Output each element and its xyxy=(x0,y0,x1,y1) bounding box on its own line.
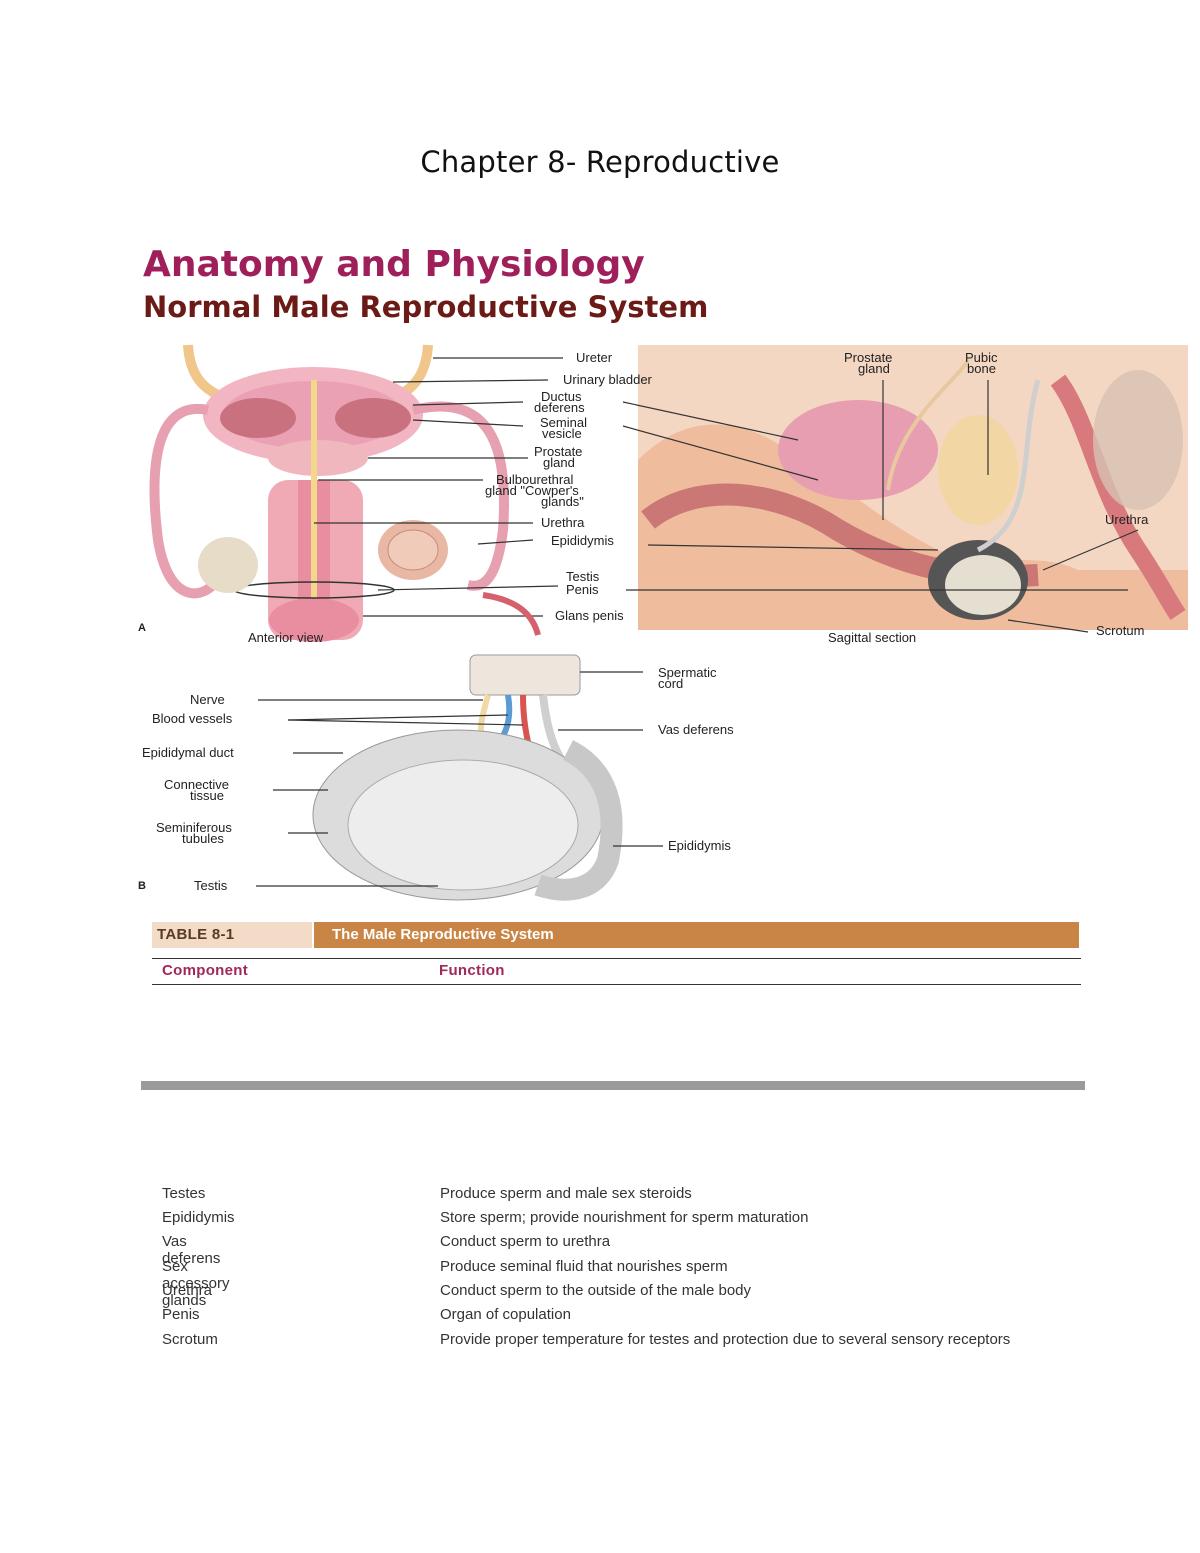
label-nerve: Nerve xyxy=(190,692,225,707)
table-tag-text: TABLE 8-1 xyxy=(157,926,235,943)
label-bulbourethral-3: glands" xyxy=(541,494,584,509)
divider-bar xyxy=(141,1081,1085,1090)
label-blood-vessels: Blood vessels xyxy=(152,711,233,726)
label-glans-penis: Glans penis xyxy=(555,608,624,623)
label-seminiferous-tubules: Seminiferous xyxy=(156,820,232,835)
row-component: Sex accessory glands xyxy=(162,1258,230,1309)
label-pubic-bone: Pubic xyxy=(965,350,998,365)
label-vas-deferens: Vas deferens xyxy=(658,722,734,737)
figure-a-anatomy-illustration: Ureter Urinary bladder Ductus deferens S… xyxy=(138,344,1188,645)
label-epididymis: Epididymis xyxy=(551,533,614,548)
caption-sagittal-section: Sagittal section xyxy=(828,630,916,645)
label-testis: Testis xyxy=(566,569,600,584)
label-prostate-gland-2: gland xyxy=(543,455,575,470)
table-tag: TABLE 8-1 xyxy=(152,922,312,948)
row-function: Store sperm; provide nourishment for spe… xyxy=(440,1209,809,1226)
label-urethra-sagittal: Urethra xyxy=(1105,512,1149,527)
table-column-headers: Component Function xyxy=(152,958,1081,985)
label-seminal-vesicle-2: vesicle xyxy=(542,426,582,441)
row-component: Epididymis xyxy=(162,1209,235,1226)
label-connective-tissue-2: tissue xyxy=(190,788,224,803)
table-title: The Male Reproductive System xyxy=(332,926,554,943)
label-ductus-deferens: Ductus xyxy=(541,389,582,404)
label-seminiferous-tubules-2: tubules xyxy=(182,831,224,846)
row-component: Scrotum xyxy=(162,1331,218,1348)
label-penis: Penis xyxy=(566,582,599,597)
caption-anterior-view: Anterior view xyxy=(248,630,324,645)
anterior-view-drawing xyxy=(149,344,510,642)
panel-label-a: A xyxy=(138,622,146,634)
label-bulbourethral-2: gland "Cowper's xyxy=(485,483,579,498)
label-connective-tissue: Connective xyxy=(164,777,229,792)
label-epididymal-duct: Epididymal duct xyxy=(142,745,234,760)
label-prostate-gland-sagittal-2: gland xyxy=(858,361,890,376)
section-heading: Anatomy and Physiology xyxy=(143,244,645,285)
row-component: Urethra xyxy=(162,1282,213,1299)
row-function: Conduct sperm to urethra xyxy=(440,1233,611,1250)
label-spermatic-cord-2: cord xyxy=(658,676,683,691)
label-urinary-bladder: Urinary bladder xyxy=(563,372,653,387)
label-leader-lines xyxy=(314,357,1139,633)
label-epididymis-b: Epididymis xyxy=(668,838,731,853)
table-title-bar: The Male Reproductive System xyxy=(314,922,1079,948)
label-spermatic-cord: Spermatic xyxy=(658,665,717,680)
sagittal-section-drawing xyxy=(638,345,1188,630)
label-urethra: Urethra xyxy=(541,515,585,530)
row-function: Produce seminal fluid that nourishes spe… xyxy=(440,1258,728,1275)
section-subheading: Normal Male Reproductive System xyxy=(143,290,709,324)
column-header-component: Component xyxy=(162,962,249,979)
row-function: Produce sperm and male sex steroids xyxy=(440,1185,692,1202)
row-function: Conduct sperm to the outside of the male… xyxy=(440,1282,752,1299)
row-function: Provide proper temperature for testes an… xyxy=(440,1331,1011,1348)
row-component: Testes xyxy=(162,1185,206,1202)
label-ductus-deferens-2: deferens xyxy=(534,400,585,415)
label-prostate-gland: Prostate xyxy=(534,444,582,459)
label-ureter: Ureter xyxy=(576,350,613,365)
label-bulbourethral: Bulbourethral xyxy=(496,472,573,487)
figure-b-leader-lines xyxy=(256,671,663,887)
row-component: Vas deferens xyxy=(162,1233,221,1267)
table-header-bar: TABLE 8-1 The Male Reproductive System xyxy=(152,922,1079,948)
chapter-title: Chapter 8- Reproductive xyxy=(420,145,780,179)
label-pubic-bone-2: bone xyxy=(967,361,996,376)
row-function: Organ of copulation xyxy=(440,1306,571,1323)
figure-b-testis-illustration: Nerve Blood vessels Epididymal duct Conn… xyxy=(138,654,734,901)
column-header-function: Function xyxy=(439,962,505,979)
label-prostate-gland-sagittal: Prostate xyxy=(844,350,892,365)
label-testis-b: Testis xyxy=(194,878,228,893)
row-component: Penis xyxy=(162,1306,200,1323)
label-scrotum: Scrotum xyxy=(1096,623,1144,638)
testis-cross-section-drawing xyxy=(312,654,623,901)
label-seminal-vesicle: Seminal xyxy=(540,415,587,430)
panel-label-b: B xyxy=(138,880,146,892)
